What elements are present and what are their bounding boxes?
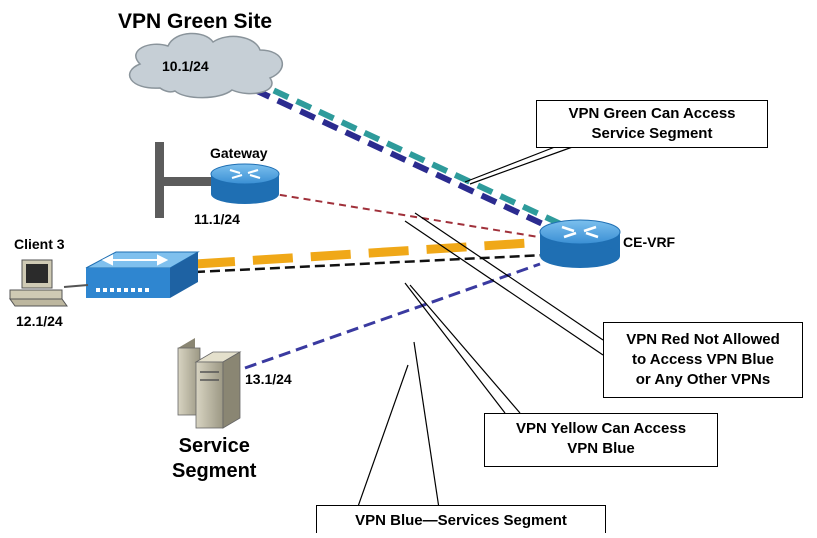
callout-vpn-red: VPN Red Not Allowed to Access VPN Blue o…	[603, 322, 803, 398]
callout-vpn-yellow-line1: VPN Yellow Can Access	[515, 420, 687, 437]
service-segment-line2: Segment	[172, 460, 257, 482]
callout-vpn-yellow: VPN Yellow Can Access VPN Blue	[484, 413, 718, 467]
gateway-router-icon	[210, 163, 280, 204]
vpn-green-link	[253, 82, 569, 235]
server-icon	[177, 338, 242, 429]
ce-vrf-label: CE-VRF	[623, 234, 676, 250]
vpn-yellow-link	[194, 237, 546, 269]
cloud-subnet-label: 10.1/24	[162, 58, 209, 74]
callout-vpn-green-line1: VPN Green Can Access	[568, 105, 736, 122]
service-segment-label: Service Segment	[172, 434, 256, 484]
callout-vpn-red-line1: VPN Red Not Allowed	[626, 331, 780, 348]
callout-vpn-green: VPN Green Can Access Service Segment	[536, 100, 768, 148]
switch-icon	[85, 251, 200, 298]
lan-segment-icon	[155, 142, 217, 218]
client-label: Client 3	[14, 236, 65, 252]
service-segment-line1: Service	[178, 435, 250, 457]
vpn-red-link	[267, 192, 546, 239]
cloud-icon	[128, 32, 284, 99]
vpn-blue-link	[244, 262, 541, 370]
site-title: VPN Green Site	[118, 10, 273, 33]
callout-vpn-blue: VPN Blue—Services Segment	[316, 505, 606, 533]
server-subnet-label: 13.1/24	[245, 371, 292, 387]
callout-vpn-blue-line1: VPN Blue—Services Segment	[355, 512, 567, 529]
callout-vpn-green-line2: Service Segment	[591, 125, 713, 142]
callout-vpn-yellow-line2: VPN Blue	[567, 440, 635, 457]
vpn-black-link	[194, 253, 546, 274]
gateway-subnet-label: 11.1/24	[194, 211, 240, 227]
callout-vpn-red-line3: or Any Other VPNs	[635, 371, 771, 388]
client-subnet-label: 12.1/24	[16, 313, 63, 329]
ce-vrf-router-icon	[539, 219, 621, 268]
callout-vpn-red-line2: to Access VPN Blue	[632, 351, 774, 368]
gateway-label: Gateway	[210, 145, 268, 161]
client-pc-icon	[9, 259, 89, 307]
callout-pointers	[354, 144, 604, 516]
